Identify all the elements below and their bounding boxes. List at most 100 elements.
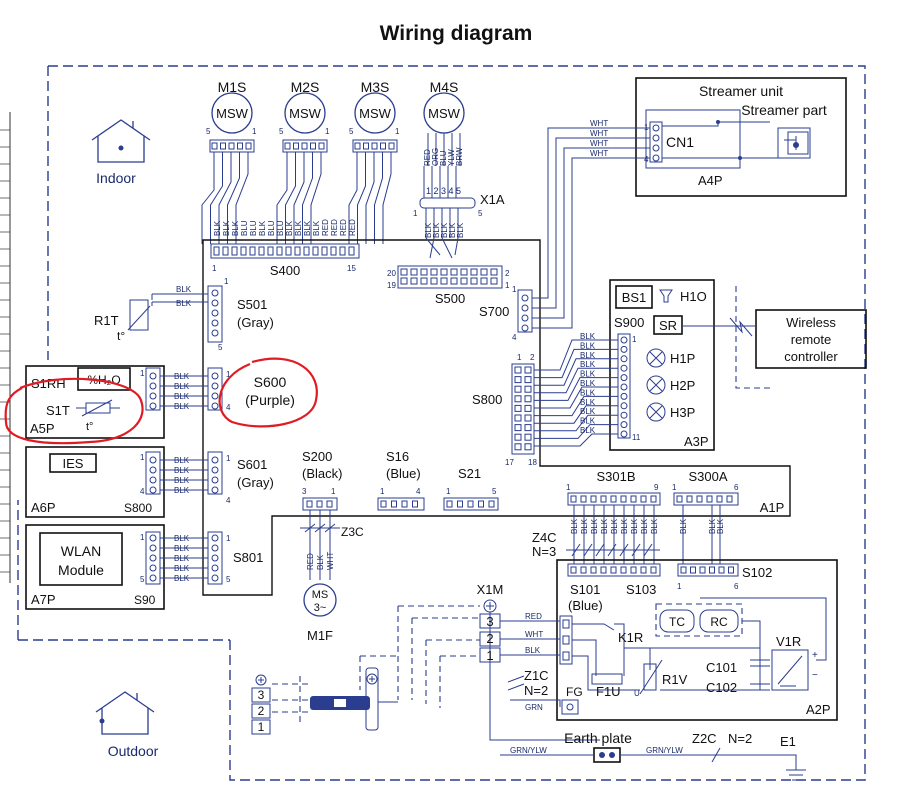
connector-pin (620, 421, 628, 429)
s500-pin-1: 1 (505, 281, 510, 290)
motor-label: MSW (289, 106, 322, 121)
a6p-pin-end: 4 (140, 487, 145, 496)
connector-pin (716, 495, 723, 503)
s400-pin (285, 246, 292, 256)
x1m-wire-label: GRN (525, 703, 543, 712)
a6p-label: A6P (31, 500, 56, 515)
a6p-connector-name: S800 (124, 501, 152, 515)
s800-wire-label: BLK (580, 417, 596, 426)
connector-pin (580, 495, 587, 503)
connector-pin (620, 364, 628, 372)
connector-pin (149, 534, 157, 542)
a7p-board (25, 524, 165, 610)
s500-pin (490, 277, 498, 285)
s500-pin (450, 268, 458, 276)
connector-pin (620, 566, 627, 574)
s800-wire (534, 424, 618, 439)
earth-plate (593, 747, 621, 763)
v1r-minus: − (812, 670, 818, 681)
s21-connector (443, 497, 499, 511)
s800-wire (534, 377, 618, 401)
blk-wire-label: BLK (174, 554, 190, 563)
x1a-wire-label: BLK (424, 222, 433, 238)
s16-pin-start: 1 (380, 487, 385, 496)
s400-pin (294, 246, 301, 256)
s101-color: (Blue) (568, 598, 603, 613)
s800-wire (534, 367, 618, 394)
motor-pin-1: 1 (395, 127, 400, 136)
connector-pin (380, 142, 386, 150)
x1a-pins-top: 1 2 3 4 5 (426, 186, 461, 196)
earth-wire-label-left: GRN/YLW (510, 746, 547, 755)
earth-plate-label: Earth plate (564, 730, 632, 746)
motor-wire (382, 152, 392, 244)
s800-wire (534, 395, 618, 417)
s500-pin (420, 268, 428, 276)
connector-pin (211, 372, 219, 380)
s800-pin-18: 18 (528, 458, 537, 467)
a5p-board (25, 365, 165, 439)
s800-connector (511, 363, 535, 455)
connector-pin (391, 500, 397, 508)
s400-pin-end: 15 (347, 264, 356, 273)
motor-pin-5: 5 (206, 127, 211, 136)
connector-pin (457, 500, 463, 508)
wlan-module (39, 532, 123, 586)
indoor-house-icon (91, 119, 151, 163)
outdoor-label: Outdoor (108, 743, 159, 759)
a2p-wire-label: BLK (708, 518, 717, 534)
s200-pin-end: 1 (331, 487, 336, 496)
s500-pin (450, 277, 458, 285)
s800-pin (524, 404, 532, 412)
motor-circle (354, 92, 396, 134)
s16-label: S16 (386, 449, 409, 464)
blk-wire-label: BLK (174, 564, 190, 573)
wlan-line1: WLAN (61, 543, 101, 559)
motor-circle (284, 92, 326, 134)
s400-wire-label: RED (339, 219, 348, 236)
z4c-ferrite (566, 543, 660, 557)
s800-pin (524, 366, 532, 374)
s21-pin-end: 5 (492, 487, 497, 496)
wht-wire (532, 137, 650, 309)
a7p-pin-end: 5 (140, 575, 145, 584)
s400-wire-label: BLK (213, 220, 222, 236)
a1p-label: A1P (760, 500, 785, 515)
bs1-button[interactable] (615, 285, 653, 309)
lamp-cross (649, 405, 663, 419)
x1m-terminal-number: 2 (486, 631, 493, 646)
connector-pin (620, 355, 628, 363)
s400-wire-label: RED (321, 219, 330, 236)
earth-wire-label-right: GRN/YLW (646, 746, 683, 755)
s500-pin (440, 268, 448, 276)
connector-pin (630, 566, 637, 574)
connector-pin (570, 495, 577, 503)
connector-pin (284, 142, 291, 150)
s800-pin (514, 366, 522, 374)
connector-pin (718, 566, 725, 574)
r1v-label: R1V (662, 672, 688, 687)
fg-label: FG (566, 685, 583, 699)
s21-pin-start: 1 (446, 487, 451, 496)
s400-wire-label: RED (330, 219, 339, 236)
connector-pin (211, 564, 219, 572)
lamp-label: H1P (670, 351, 695, 366)
s800-pin (524, 433, 532, 441)
s500-pin (480, 277, 488, 285)
s400-pin (312, 246, 319, 256)
connector-pin (652, 124, 660, 132)
x1m-terminal-numbers: 321 (486, 614, 493, 663)
x1a-label: X1A (480, 192, 505, 207)
s500-label: S500 (435, 291, 465, 306)
blk-wire-label: BLK (174, 392, 190, 401)
streamer-title: Streamer unit (699, 83, 783, 99)
cn1-connector (649, 121, 663, 163)
s400-pin (303, 246, 310, 256)
a5p-symbol: t° (86, 421, 93, 433)
connector-pin (228, 142, 235, 150)
blk-wire-label: BLK (174, 486, 190, 495)
s300a-connector (673, 492, 739, 506)
